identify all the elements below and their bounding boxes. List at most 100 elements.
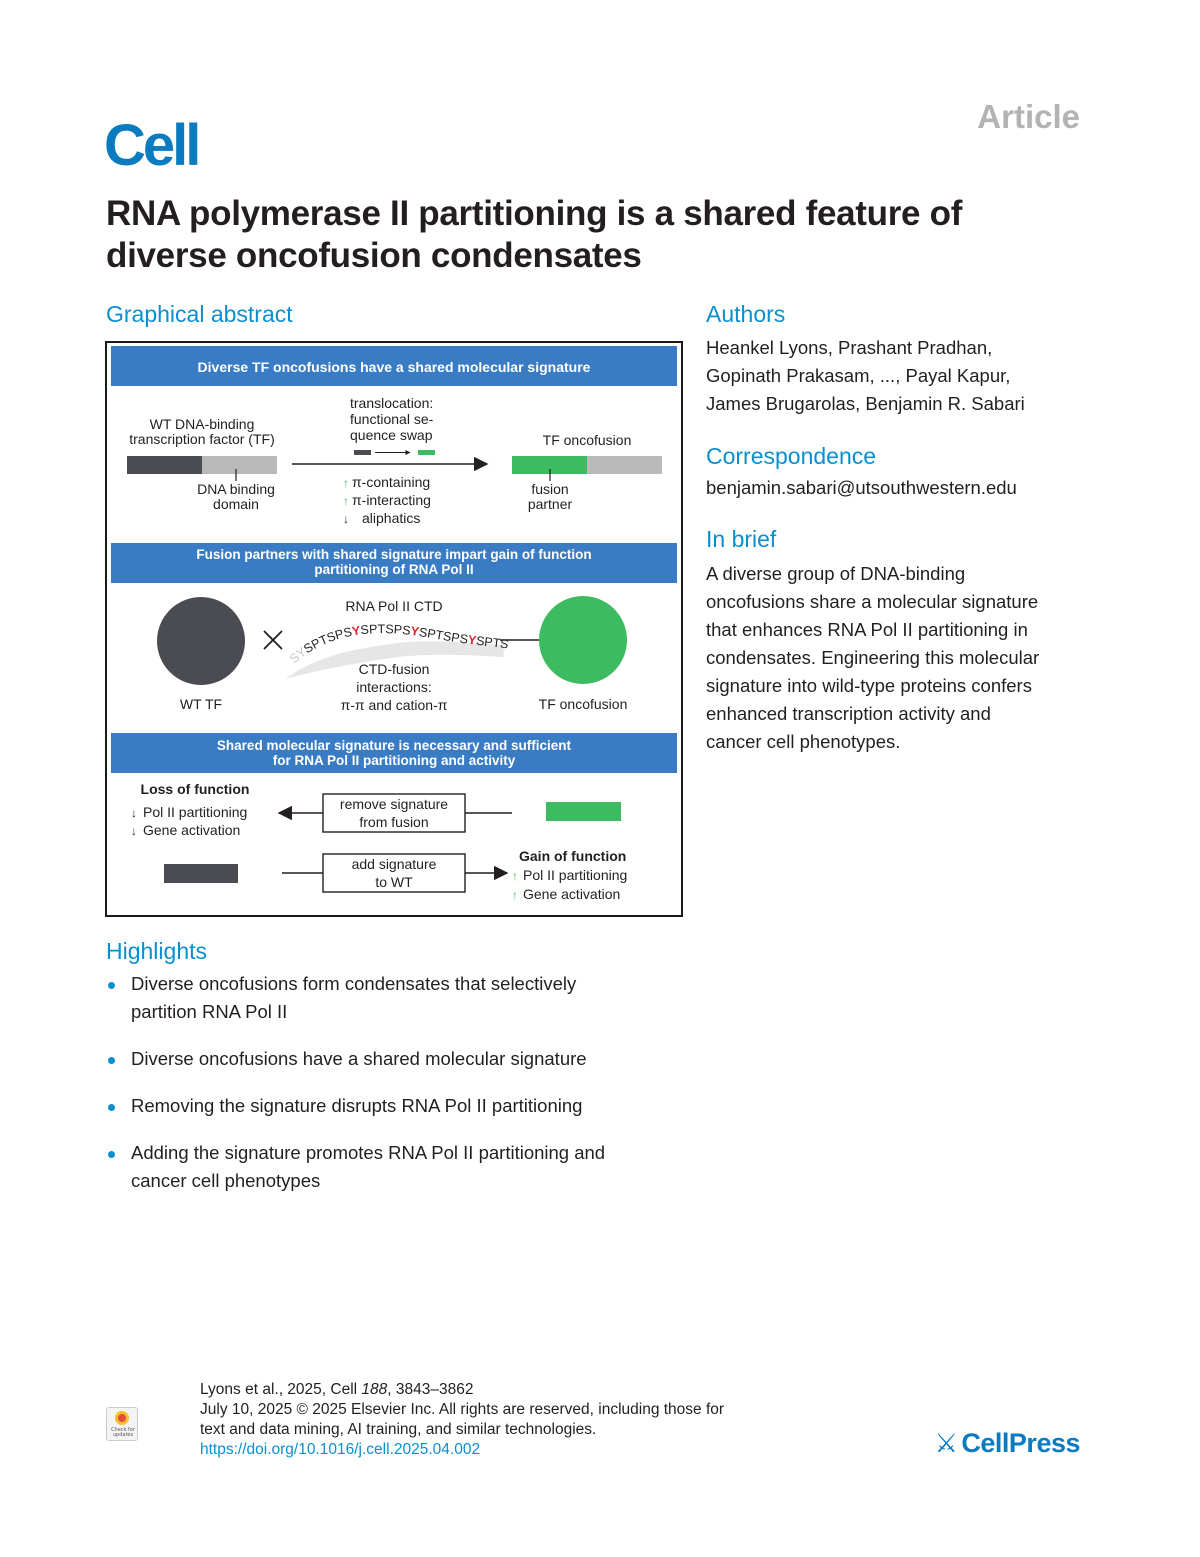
no-interaction-x-2 (263, 630, 283, 650)
copyright-line: July 10, 2025 © 2025 Elsevier Inc. All r… (200, 1401, 725, 1418)
aliphatics-label: aliphatics (362, 510, 420, 526)
correspondence-email[interactable]: benjamin.sabari@utsouthwestern.edu (706, 477, 1017, 498)
ctd-residue-tyrosine: Y (107, 343, 112, 346)
check-for-updates-label: Check for updates (111, 1427, 135, 1438)
highlights-list: Diverse oncofusions form condensates tha… (106, 970, 676, 1214)
add-signature-label-1: add signature (352, 856, 437, 872)
in-brief-text: A diverse group of DNA-binding oncofusio… (706, 560, 1096, 756)
highlight-line: Removing the signature disrupts RNA Pol … (131, 1095, 583, 1116)
translocation-label-1: translocation: (350, 395, 433, 411)
interactions-label-3: π-π and cation-π (341, 697, 448, 713)
panel3-banner (111, 733, 677, 773)
check-for-updates-icon (115, 1411, 129, 1425)
highlight-item: Removing the signature disrupts RNA Pol … (106, 1092, 676, 1120)
citation-line: Lyons et al., 2025, Cell 188, 3843–3862 (200, 1380, 724, 1400)
journal-logo: Cell (104, 113, 201, 178)
wt-tf-label: WT TF (180, 696, 222, 712)
check-for-updates-badge[interactable]: Check for updates (106, 1407, 138, 1441)
rights-line: text and data mining, AI training, and s… (200, 1421, 597, 1438)
remove-signature-box (322, 793, 466, 833)
panel2-banner-text-2: partitioning of RNA Pol II (314, 562, 473, 577)
add-signature-box (322, 853, 466, 893)
article-title: RNA polymerase II partitioning is a shar… (106, 193, 1096, 277)
title-line-1: RNA polymerase II partitioning is a shar… (106, 194, 963, 233)
down-arrow-aliphatics: ↓ (343, 512, 349, 526)
article-type-label: Article (977, 98, 1080, 135)
in-brief-line: that enhances RNA Pol II partitioning in (706, 619, 1028, 640)
up-arrow-pi-containing: ↑ (343, 476, 349, 490)
up-arrow-pi-interacting: ↑ (343, 494, 349, 508)
tf-oncofusion-label-1: TF oncofusion (543, 432, 632, 448)
fusion-partner-label-2: partner (528, 496, 573, 512)
pi-interacting-label: π-interacting (352, 492, 431, 508)
link-icon: ⚔ (934, 1428, 958, 1458)
panel3-banner-text-2: for RNA Pol II partitioning and activity (273, 753, 516, 768)
authors-heading: Authors (706, 301, 786, 327)
panel1-banner (111, 346, 677, 386)
authors-line-3: James Brugarolas, Benjamin R. Sabari (706, 393, 1025, 414)
highlight-line: Adding the signature promotes RNA Pol II… (131, 1142, 606, 1163)
remove-signature-label-2: from fusion (359, 814, 428, 830)
ctd-residue-tyrosine: Y (351, 623, 362, 638)
down-arrow-loss-1: ↓ (131, 806, 137, 820)
loss-gene-activation-label: Gene activation (143, 822, 240, 838)
wt-tf-rest-segment (202, 456, 277, 474)
graphical-abstract-heading: Graphical abstract (106, 301, 293, 327)
citation-footer: Lyons et al., 2025, Cell 188, 3843–3862 … (200, 1380, 724, 1460)
authors-line-2: Gopinath Prakasam, ..., Payal Kapur, (706, 365, 1011, 386)
highlight-item: Diverse oncofusions form condensates tha… (106, 970, 676, 1026)
citation-volume: 188 (361, 1381, 388, 1398)
loss-of-function-title: Loss of function (141, 781, 250, 797)
panel2-banner-text-1: Fusion partners with shared signature im… (196, 547, 591, 562)
translocation-label-3: quence swap (350, 427, 433, 443)
swap-green-block (418, 450, 435, 455)
ctd-ribbon (285, 641, 504, 679)
highlight-line: partition RNA Pol II (131, 1001, 288, 1022)
panel3-banner-text-1: Shared molecular signature is necessary … (217, 738, 572, 753)
tf-oncofusion-label-2: TF oncofusion (539, 696, 628, 712)
publisher-logo: ⚔ CellPress (934, 1428, 1081, 1459)
highlights-heading: Highlights (106, 938, 207, 964)
publisher-name: CellPress (961, 1428, 1080, 1458)
highlight-line: Diverse oncofusions have a shared molecu… (131, 1048, 587, 1069)
in-brief-line: oncofusions share a molecular signature (706, 591, 1039, 612)
up-arrow-gain-2: ↑ (512, 888, 518, 902)
add-signature-label-2: to WT (375, 874, 413, 890)
wt-tf-label-1: WT DNA-binding (150, 416, 255, 432)
wt-tf-dbd-segment (127, 456, 202, 474)
panel2-banner (111, 543, 677, 583)
highlight-line: Diverse oncofusions form condensates tha… (131, 973, 577, 994)
dbd-label-1: DNA binding (197, 481, 275, 497)
swap-dark-block (354, 450, 371, 455)
highlight-item: Diverse oncofusions have a shared molecu… (106, 1045, 676, 1073)
fusion-partner-block (546, 802, 621, 821)
up-arrow-gain-1: ↑ (512, 869, 518, 883)
pi-containing-label: π-containing (352, 474, 430, 490)
wt-tf-label-2: transcription factor (TF) (129, 431, 274, 447)
in-brief-line: enhanced transcription activity and (706, 703, 991, 724)
wt-tf-block (164, 864, 238, 883)
ctd-residue: SPTSPS (360, 622, 411, 638)
wt-tf-condensate (157, 597, 245, 685)
authors-list: Heankel Lyons, Prashant Pradhan, Gopinat… (706, 334, 1106, 418)
interactions-label-1: CTD-fusion (359, 661, 430, 677)
down-arrow-loss-2: ↓ (131, 824, 137, 838)
ctd-residue-tyrosine: Y (467, 633, 478, 648)
in-brief-heading: In brief (706, 526, 777, 552)
loss-partitioning-label: Pol II partitioning (143, 804, 247, 820)
ctd-residue-tyrosine: Y (410, 624, 421, 639)
oncofusion-condensate (539, 596, 627, 684)
in-brief-line: cancer cell phenotypes. (706, 731, 901, 752)
doi-link[interactable]: https://doi.org/10.1016/j.cell.2025.04.0… (200, 1441, 481, 1458)
correspondence-heading: Correspondence (706, 443, 877, 469)
citation-pages: , 3843–3862 (387, 1381, 474, 1398)
oncofusion-gray-segment (587, 456, 662, 474)
oncofusion-green-segment (512, 456, 587, 474)
in-brief-line: condensates. Engineering this molecular (706, 647, 1040, 668)
panel1-banner-text: Diverse TF oncofusions have a shared mol… (198, 359, 591, 375)
highlight-item: Adding the signature promotes RNA Pol II… (106, 1139, 676, 1195)
gain-of-function-title: Gain of function (519, 848, 626, 864)
ctd-label: RNA Pol II CTD (345, 598, 442, 614)
in-brief-line: A diverse group of DNA-binding (706, 563, 966, 584)
authors-line-1: Heankel Lyons, Prashant Pradhan, (706, 337, 993, 358)
